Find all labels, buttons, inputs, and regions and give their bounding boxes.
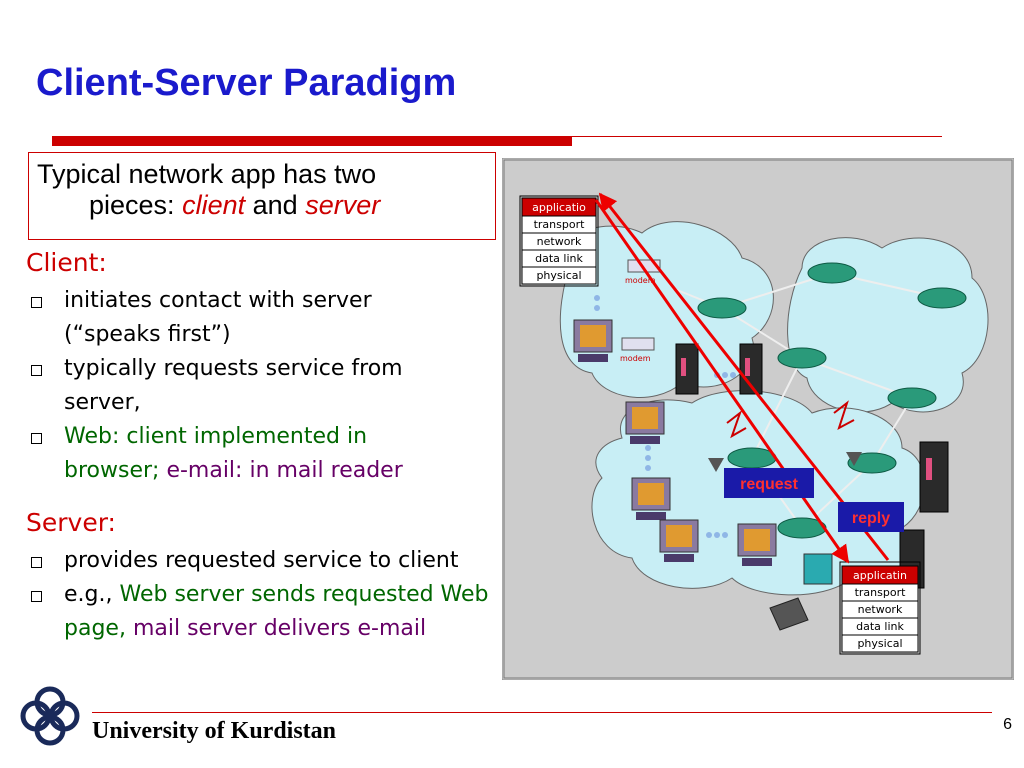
server-tower-3 [919, 441, 949, 513]
intro-server: server [305, 190, 381, 220]
reply-arrow [598, 192, 890, 561]
computer-2 [625, 401, 665, 444]
svg-text:transport: transport [855, 586, 907, 599]
slide-title: Client-Server Paradigm [36, 62, 457, 104]
title-underline-thin [572, 136, 942, 137]
modem-1 [627, 259, 661, 273]
cloud-top-left [559, 221, 774, 398]
title-underline-thick [52, 136, 572, 146]
intro-line-1: Typical network app has two [37, 159, 377, 189]
router-5 [887, 387, 937, 409]
computer-5 [737, 523, 777, 566]
server-heading: Server: [26, 508, 116, 537]
intro-client: client [182, 190, 246, 220]
intro-and: and [252, 190, 298, 220]
svg-text:transport: transport [534, 218, 586, 231]
computer-1 [573, 319, 613, 362]
modems [621, 259, 661, 351]
modem-2 [621, 337, 655, 351]
router-2 [807, 262, 857, 284]
laptop-icon [769, 597, 809, 631]
routers [697, 262, 967, 539]
client-bullet-1: initiates contact with server(“speaks fi… [28, 284, 498, 352]
intro-line-2: pieces: client and server [37, 190, 487, 221]
client-bullets: initiates contact with server(“speaks fi… [28, 284, 498, 488]
router-3 [777, 347, 827, 369]
intro-pieces: pieces: [89, 190, 175, 220]
svg-text:data link: data link [535, 252, 583, 265]
cloud-top-right [787, 237, 989, 413]
server-protocol-stack: applicatin transport network data link p… [839, 561, 921, 655]
server-tower-1 [675, 343, 699, 395]
svg-text:physical: physical [536, 269, 581, 282]
footer-university-name: University of Kurdistan [92, 718, 337, 744]
satellite-dishes [708, 400, 862, 472]
client-heading: Client: [26, 248, 107, 277]
modem-label-1: modem [625, 276, 656, 285]
server-stack-physical [841, 634, 919, 653]
intro-box: Typical network app has two pieces: clie… [28, 152, 496, 240]
router-6 [727, 447, 777, 469]
router-1 [697, 297, 747, 319]
server-bullets: provides requested service to client e.g… [28, 544, 588, 646]
university-logo [20, 686, 80, 746]
svg-text:network: network [858, 603, 903, 616]
server-bullet-1: provides requested service to client [28, 544, 588, 578]
svg-text:network: network [537, 235, 582, 248]
footer-rule [92, 712, 992, 713]
router-7 [847, 452, 897, 474]
client-stack-physical [521, 266, 597, 285]
dish-2 [846, 452, 862, 466]
computer-4 [659, 519, 699, 562]
request-label-box [724, 468, 814, 498]
dish-1 [708, 458, 724, 472]
request-label: request [740, 476, 798, 493]
svg-text:applicatin: applicatin [853, 569, 907, 582]
client-protocol-stack: applicatio transport network data link p… [519, 195, 599, 287]
reply-label-box [838, 502, 904, 532]
request-arrow [594, 199, 850, 564]
ellipsis-dots [594, 295, 736, 538]
page-number: 6 [1003, 716, 1012, 733]
network-diagram: modem modem applicatio transport network… [502, 158, 1014, 680]
desktop-computers [573, 319, 777, 566]
router-4 [917, 287, 967, 309]
reply-label: reply [852, 510, 890, 527]
svg-text:data link: data link [856, 620, 904, 633]
computer-3 [631, 477, 671, 520]
modem-label-2: modem [620, 354, 651, 363]
server-tower-2 [739, 343, 763, 395]
wireless-access-point [803, 553, 833, 585]
svg-text:physical: physical [857, 637, 902, 650]
server-lights [681, 358, 932, 480]
svg-text:applicatio: applicatio [532, 201, 586, 214]
